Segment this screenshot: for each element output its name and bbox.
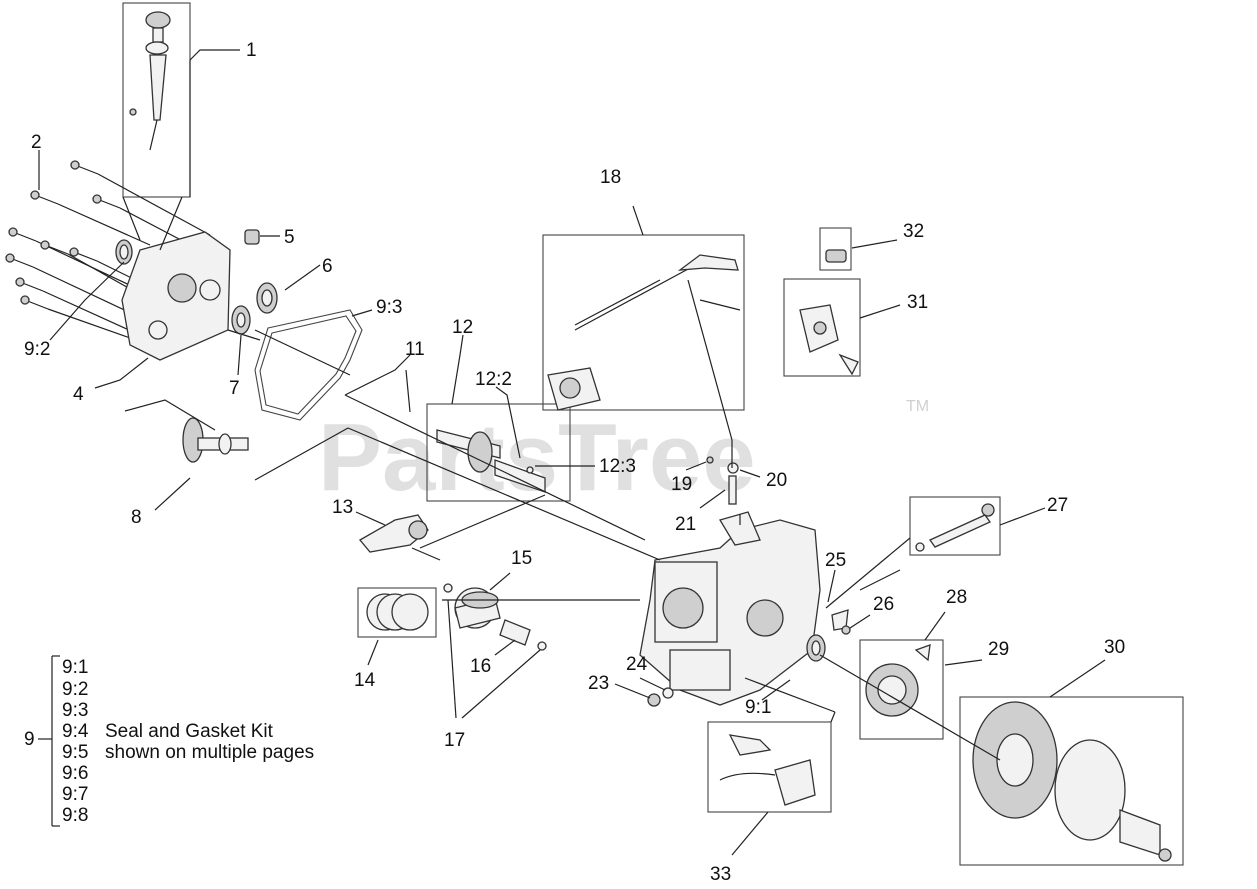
callout-20: 20 xyxy=(766,470,787,491)
callout-12-2: 12:2 xyxy=(475,369,512,390)
callout-9-1: 9:1 xyxy=(745,697,771,718)
leader-lines xyxy=(38,49,1106,856)
kit-description-line1: Seal and Gasket Kit xyxy=(105,721,274,742)
part-29-stator[interactable] xyxy=(859,639,944,740)
part-7-bearing[interactable] xyxy=(231,305,251,335)
part-33-ignition-coil[interactable] xyxy=(707,721,832,813)
callout-14: 14 xyxy=(354,670,376,691)
part-30-flywheel[interactable] xyxy=(959,696,1184,866)
callout-11: 11 xyxy=(405,339,425,360)
part-28-screw[interactable] xyxy=(914,644,931,662)
kit-item: 9:7 xyxy=(62,784,88,805)
callout-labels: 1 2 5 6 9:3 9:2 4 7 11 12 12:2 12:3 8 13… xyxy=(24,40,1125,885)
callout-12-3: 12:3 xyxy=(599,456,636,477)
callout-9-3: 9:3 xyxy=(376,297,402,318)
callout-8: 8 xyxy=(131,507,142,528)
callout-6: 6 xyxy=(322,256,333,277)
callout-2: 2 xyxy=(31,132,42,153)
part-13-connecting-rod[interactable] xyxy=(359,514,429,553)
callout-7: 7 xyxy=(229,378,240,399)
part-19-pin[interactable] xyxy=(706,456,714,464)
kit-item: 9:1 xyxy=(62,657,88,678)
part-27-throttle-shaft[interactable] xyxy=(909,496,1001,556)
callout-9-2: 9:2 xyxy=(24,339,50,360)
callout-24: 24 xyxy=(626,654,648,675)
part-6-governor-gear[interactable] xyxy=(256,282,278,314)
seal-gasket-kit-legend: 9 9:1 9:2 9:3 9:4 9:5 9:6 9:7 9:8 Seal a… xyxy=(24,655,314,827)
callout-29: 29 xyxy=(988,639,1009,660)
part-8-camshaft[interactable] xyxy=(182,417,249,463)
callout-4: 4 xyxy=(73,384,84,405)
part-12-crankshaft-assembly[interactable] xyxy=(426,403,571,502)
callout-26: 26 xyxy=(873,594,894,615)
part-2-bolts[interactable] xyxy=(5,160,211,346)
part-9-3-gasket[interactable] xyxy=(254,309,363,421)
kit-item: 9:6 xyxy=(62,763,88,784)
watermark-trademark: TM xyxy=(906,398,929,415)
kit-description-line2: shown on multiple pages xyxy=(105,742,314,763)
kit-number: 9 xyxy=(24,729,35,750)
part-5-governor-sleeve[interactable] xyxy=(244,229,260,245)
kit-item: 9:3 xyxy=(62,700,88,721)
part-9-2-oil-seal[interactable] xyxy=(115,239,133,265)
callout-21: 21 xyxy=(675,514,696,535)
callout-27: 27 xyxy=(1047,495,1068,516)
part-23-bolt[interactable] xyxy=(647,693,661,707)
callout-32: 32 xyxy=(903,221,924,242)
part-20-washer[interactable] xyxy=(727,462,739,474)
callout-30: 30 xyxy=(1104,637,1125,658)
main-crankcase-body[interactable] xyxy=(639,511,821,706)
part-17-pin-clips[interactable] xyxy=(443,583,547,651)
callout-17: 17 xyxy=(444,730,465,751)
callout-18: 18 xyxy=(600,167,621,188)
callout-25: 25 xyxy=(825,550,846,571)
part-4-crankcase-cover[interactable] xyxy=(121,231,231,361)
kit-item: 9:4 xyxy=(62,721,89,742)
part-26-screw[interactable] xyxy=(841,625,851,635)
part-16-piston-pin[interactable] xyxy=(499,619,531,646)
kit-item: 9:8 xyxy=(62,805,88,826)
part-24-washer[interactable] xyxy=(662,687,674,699)
callout-5: 5 xyxy=(284,227,295,248)
kit-item: 9:5 xyxy=(62,742,88,763)
callout-15: 15 xyxy=(511,548,532,569)
part-21-governor-shaft[interactable] xyxy=(728,475,737,505)
callout-23: 23 xyxy=(588,673,609,694)
callout-13: 13 xyxy=(332,497,353,518)
callout-12: 12 xyxy=(452,317,473,338)
part-18-governor-linkage[interactable] xyxy=(542,234,745,411)
callout-33: 33 xyxy=(710,864,731,885)
callout-31: 31 xyxy=(907,292,928,313)
part-15-piston[interactable] xyxy=(454,587,501,629)
callout-19: 19 xyxy=(671,474,692,495)
part-14-piston-rings[interactable] xyxy=(357,587,437,638)
callout-16: 16 xyxy=(470,656,491,677)
callout-28: 28 xyxy=(946,587,967,608)
part-32-switch[interactable] xyxy=(819,227,852,271)
callout-1: 1 xyxy=(246,40,257,61)
part-9-1-oil-seal[interactable] xyxy=(806,634,826,662)
kit-item: 9:2 xyxy=(62,679,88,700)
part-31-control-bracket[interactable] xyxy=(783,278,861,377)
part-1-oil-fill-tube[interactable] xyxy=(122,2,191,198)
watermark-text: PartsTree xyxy=(318,404,756,511)
